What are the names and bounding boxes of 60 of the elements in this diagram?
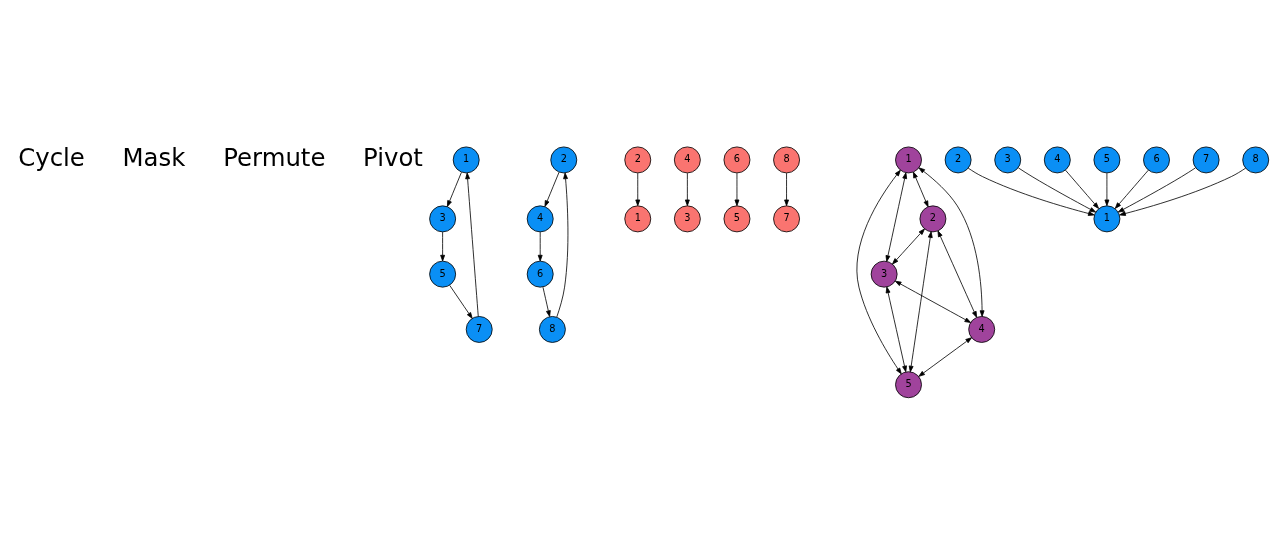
arrow [894, 280, 972, 323]
arrow [1017, 167, 1097, 213]
label: Pivot [363, 143, 423, 173]
node-circle: 4 [968, 316, 996, 343]
node-circle: 1 [452, 146, 480, 174]
node-circle: 8 [538, 316, 566, 343]
node-circle: 6 [1143, 146, 1170, 174]
node-circle: 4 [526, 205, 554, 233]
node-circle: 2 [944, 146, 972, 174]
arrow [892, 228, 925, 265]
arrow [556, 172, 569, 318]
arrow [537, 231, 543, 262]
node-circle: 3 [673, 205, 701, 233]
arrow [908, 231, 933, 373]
node-circle: 3 [429, 205, 457, 233]
arrow [967, 167, 1095, 216]
node-circle: 5 [723, 205, 751, 233]
arrow [937, 230, 978, 318]
arrow [856, 169, 902, 375]
arrow [912, 171, 929, 208]
arrow [449, 284, 473, 319]
node-circle: 8 [1242, 146, 1270, 174]
arrow [1117, 167, 1196, 213]
label: Mask [122, 143, 186, 173]
node-circle: 4 [1043, 146, 1071, 174]
node-circle: 8 [773, 146, 800, 174]
arrow [1104, 172, 1110, 207]
node-circle: 7 [465, 316, 493, 343]
node-circle: 2 [550, 146, 578, 174]
label: Permute [223, 143, 326, 173]
arrow [684, 172, 690, 207]
arrow [440, 231, 446, 262]
node-circle: 4 [673, 146, 701, 174]
node-circle: 7 [773, 205, 800, 233]
arrow [635, 172, 641, 207]
node-circle: 6 [526, 260, 554, 288]
arrow [918, 167, 985, 317]
arrow [918, 337, 972, 377]
node-circle: 1 [895, 146, 922, 174]
arrow [885, 172, 908, 262]
arrow [784, 172, 789, 207]
label: Cycle [18, 143, 85, 173]
arrow [542, 286, 551, 317]
arrow [1065, 169, 1099, 209]
node-circle: 1 [624, 205, 652, 233]
node-circle: 6 [723, 146, 751, 174]
node-circle: 5 [895, 371, 922, 399]
node-circle: 3 [994, 146, 1022, 174]
arrow [465, 172, 479, 317]
arrow [544, 171, 560, 207]
arrow [447, 171, 462, 207]
node-circle: 5 [1093, 146, 1121, 174]
node-circle: 7 [1192, 146, 1220, 174]
node-circle: 1 [1093, 205, 1121, 233]
arrow [1114, 169, 1149, 209]
arrow [734, 172, 740, 207]
arrow [885, 286, 907, 373]
node-circle: 5 [429, 260, 457, 288]
arrow [1119, 167, 1246, 216]
node-circle: 2 [624, 146, 652, 174]
